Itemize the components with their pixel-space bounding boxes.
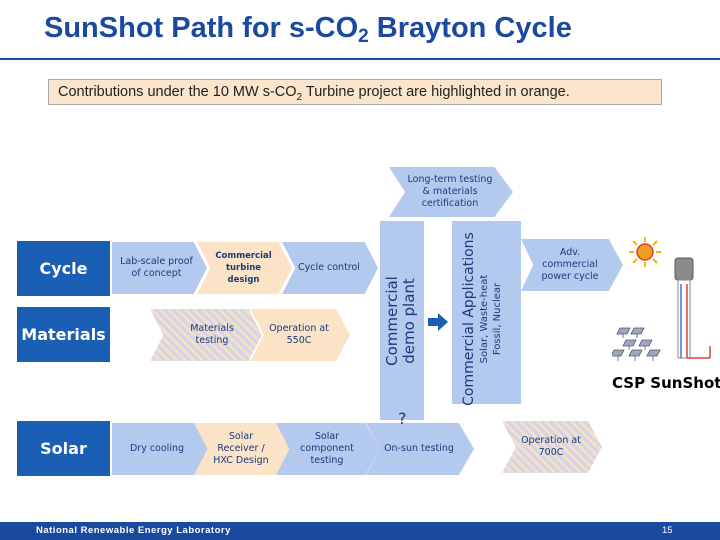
row-materials: Materials	[17, 307, 110, 362]
receiver-tower-icon	[674, 257, 711, 359]
step-long-term-testing: Long-term testing & materials certificat…	[389, 167, 513, 217]
step-solar-receiver: Solar Receiver / HXC Design	[194, 423, 290, 475]
legend-note: Contributions under the 10 MW s-CO2 Turb…	[48, 79, 662, 105]
step-lab-scale: Lab-scale proof of concept	[112, 242, 207, 294]
footer-lab-name: National Renewable Energy Laboratory	[36, 525, 231, 536]
step-operation-700: Operation at 700C	[502, 421, 602, 473]
page-number: 15	[662, 525, 673, 536]
step-dry-cooling: Dry cooling	[112, 423, 208, 475]
footer-bar: National Renewable Energy Laboratory 15	[0, 522, 720, 540]
heliostat-field-icon	[612, 327, 661, 361]
csp-sunshot-label: CSP SunShot	[612, 374, 720, 392]
step-adv-commercial: Adv. commercial power cycle	[521, 239, 623, 291]
question-mark: ?	[398, 409, 407, 428]
step-materials-testing: Materials testing	[150, 309, 262, 361]
row-solar: Solar	[17, 421, 110, 476]
sun-icon	[629, 237, 661, 267]
step-operation-550: Operation at 550C	[250, 309, 350, 361]
title-rule	[0, 58, 720, 60]
commercial-applications-bar	[452, 221, 521, 404]
right-arrow-icon	[428, 313, 448, 331]
step-on-sun: On-sun testing	[366, 423, 474, 475]
row-cycle: Cycle	[17, 241, 110, 296]
step-solar-component: Solar component testing	[276, 423, 380, 475]
page-title: SunShot Path for s-CO2 Brayton Cycle	[44, 12, 572, 47]
step-cycle-control: Cycle control	[282, 242, 378, 294]
step-commercial-turbine: Commercial turbine design	[197, 242, 292, 294]
demo-plant-bar	[380, 221, 424, 420]
